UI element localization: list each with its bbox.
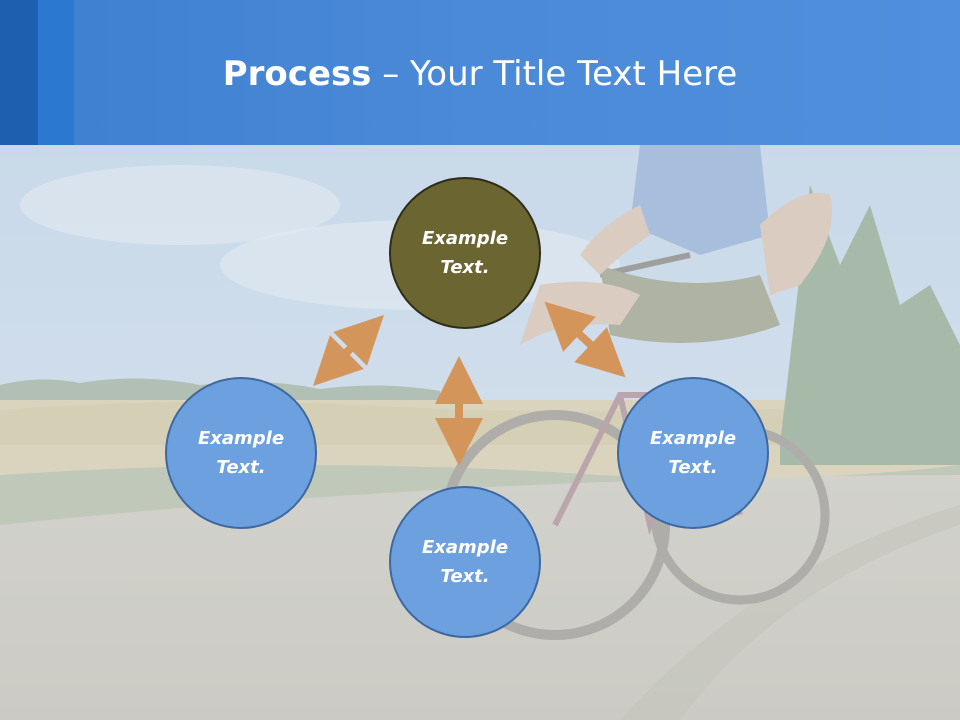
arrow-top-right	[544, 301, 626, 378]
slide-title-bold: Process	[222, 54, 372, 94]
header-accent-strip-light	[38, 0, 74, 145]
process-node-bottom: Example Text.	[389, 486, 541, 638]
process-node-left-label: Example Text.	[197, 428, 285, 478]
process-node-bottom-label: Example Text.	[421, 537, 509, 587]
process-node-left: Example Text.	[165, 377, 317, 529]
process-node-top: Example Text.	[389, 177, 541, 329]
slide-title-rest: – Your Title Text Here	[371, 54, 738, 94]
arrow-top-left	[313, 315, 384, 386]
process-node-top-label: Example Text.	[421, 228, 509, 278]
title-bar: Process – Your Title Text Here	[0, 0, 960, 145]
slide-title: Process – Your Title Text Here	[0, 50, 960, 98]
header-accent-strip	[0, 0, 38, 145]
process-node-right-label: Example Text.	[649, 428, 737, 478]
process-node-right: Example Text.	[617, 377, 769, 529]
